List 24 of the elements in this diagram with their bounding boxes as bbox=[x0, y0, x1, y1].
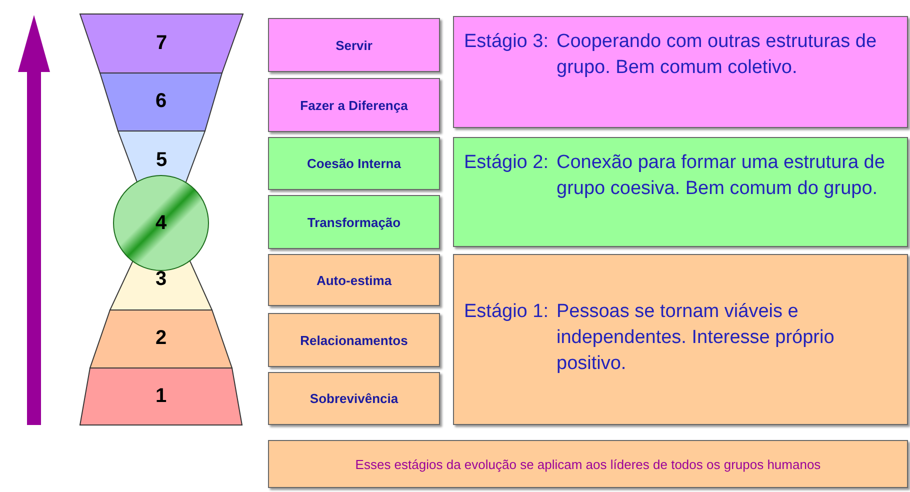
level-number: 7 bbox=[154, 32, 168, 54]
stage-heading: Estágio 3: bbox=[464, 30, 548, 54]
level-number: 6 bbox=[154, 90, 168, 113]
level-number: 2 bbox=[154, 327, 168, 350]
level-box: Transformação bbox=[268, 195, 440, 249]
level-box: Relacionamentos bbox=[268, 313, 440, 367]
stage-panel bbox=[453, 137, 908, 247]
level-box: Coesão Interna bbox=[268, 137, 440, 190]
level-number: 1 bbox=[154, 384, 168, 408]
stage-heading: Estágio 2: bbox=[464, 151, 548, 175]
circle-marker: 4 bbox=[113, 175, 209, 271]
stage-heading: Estágio 1: bbox=[464, 300, 548, 324]
note-box: Esses estágios da evolução se aplicam aos líderes de todos os grupos humanos bbox=[268, 440, 908, 488]
stage-panel bbox=[453, 254, 908, 425]
stage-description: Pessoas se tornam viáveis e independentes. Interesse próprio positivo. bbox=[556, 300, 836, 376]
level-box: Servir bbox=[268, 18, 440, 72]
stage-panel bbox=[453, 16, 908, 128]
stage-description: Conexão para formar uma estrutura de grupo coesiva. Bem comum do grupo. bbox=[556, 151, 886, 201]
level-box: Sobrevivência bbox=[268, 372, 440, 425]
stage-description: Cooperando com outras estruturas de grupo. Bem comum coletivo. bbox=[556, 30, 878, 80]
level-box: Auto-estima bbox=[268, 254, 440, 306]
level-number: 5 bbox=[154, 148, 168, 172]
level-box: Fazer a Diferença bbox=[268, 78, 440, 132]
level-number: 3 bbox=[154, 268, 168, 291]
